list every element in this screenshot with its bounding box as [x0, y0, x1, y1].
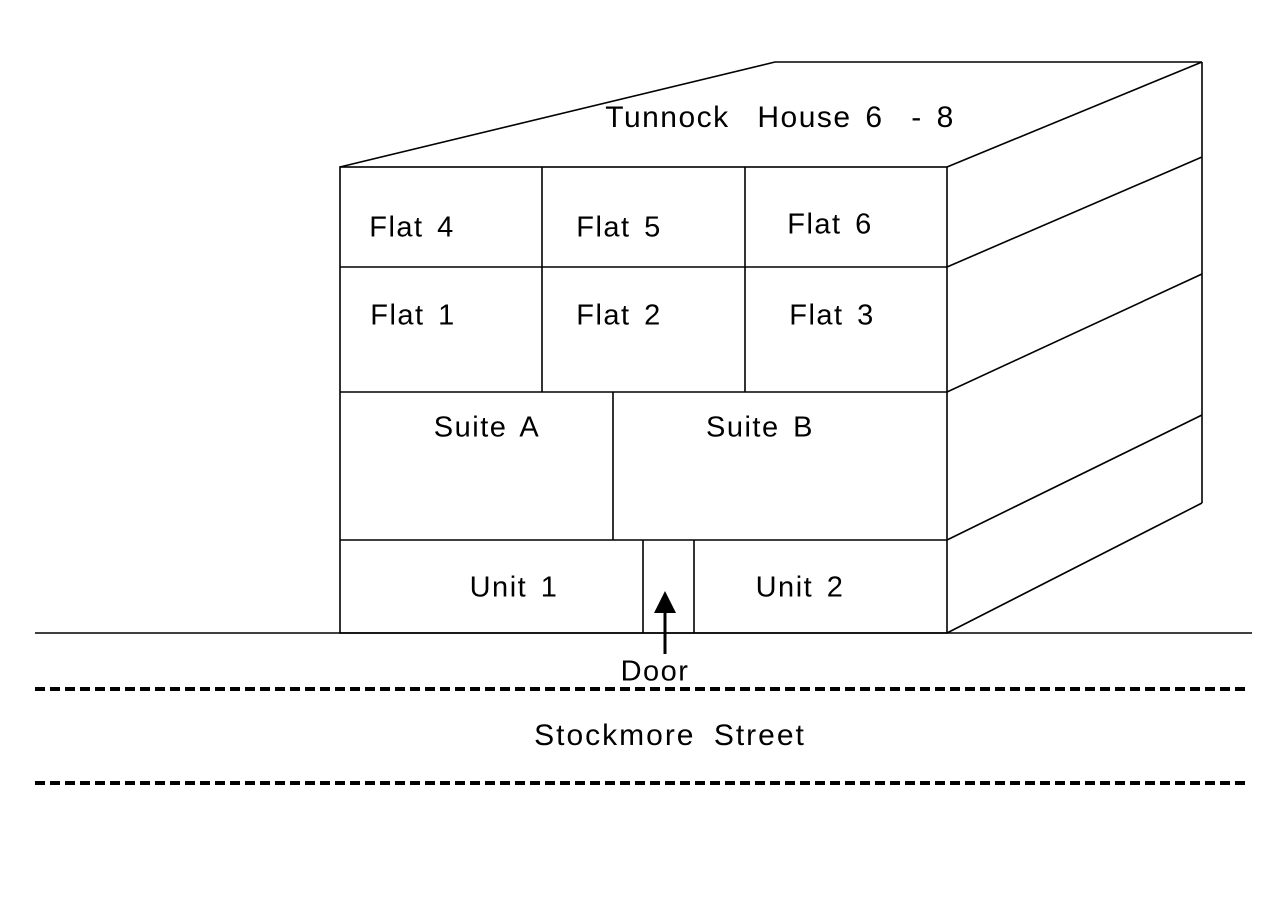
room-label-unit1: Unit 1: [469, 571, 559, 604]
room-label-suite-b: Suite B: [706, 411, 814, 444]
side-floor-line-2: [946, 273, 1203, 393]
building-title: Tunnock House 6 - 8: [605, 101, 955, 134]
room-label-flat5: Flat 5: [576, 211, 662, 244]
room-label-unit2: Unit 2: [755, 571, 845, 604]
room-label-flat4: Flat 4: [369, 211, 455, 244]
door-arrow-icon: [654, 591, 676, 654]
room-label-flat3: Flat 3: [789, 299, 875, 332]
room-label-flat6: Flat 6: [787, 208, 873, 241]
room-label-flat2: Flat 2: [576, 299, 662, 332]
street-label: Stockmore Street: [534, 719, 806, 752]
roof-right-edge: [946, 61, 1203, 168]
room-label-flat1: Flat 1: [370, 299, 456, 332]
side-floor-line-1: [946, 156, 1203, 268]
side-bottom-edge: [946, 502, 1203, 634]
roof-outline: [339, 61, 1202, 168]
room-label-suite-a: Suite A: [433, 411, 541, 444]
side-floor-line-3: [946, 414, 1203, 541]
door-label: Door: [620, 655, 690, 688]
door-arrow-head: [654, 591, 676, 613]
